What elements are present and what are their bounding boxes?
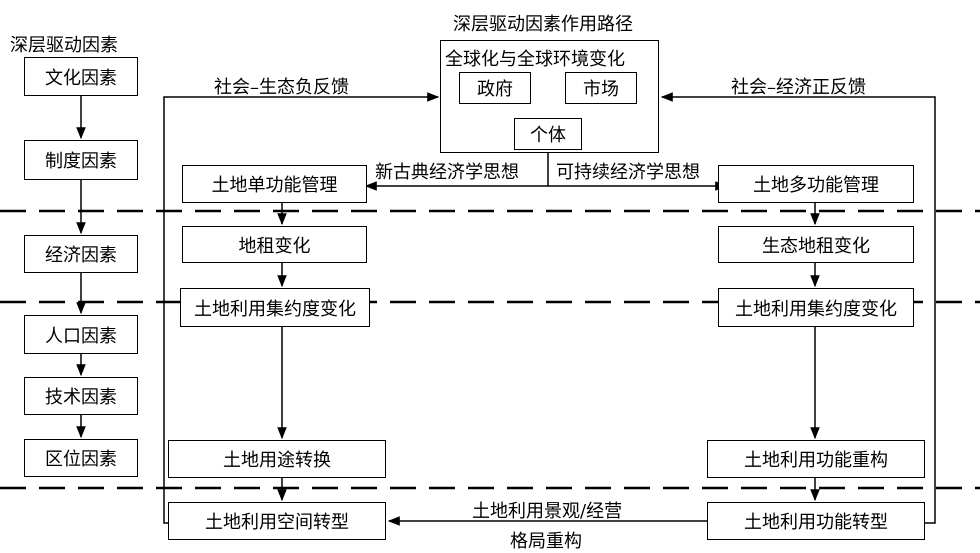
landscape-restructuring-label-line2: 格局重构 — [510, 531, 582, 552]
right-intensity-change: 土地利用集约度变化 — [718, 288, 914, 327]
factor-institution: 制度因素 — [24, 140, 138, 180]
multi-function-management: 土地多功能管理 — [718, 165, 914, 203]
rent-change: 地租变化 — [182, 226, 367, 263]
government-box: 政府 — [459, 72, 531, 104]
factor-population: 人口因素 — [24, 315, 138, 354]
function-transition: 土地利用功能转型 — [707, 502, 925, 540]
factor-economy: 经济因素 — [24, 235, 138, 273]
neoclassical-thought-label: 新古典经济学思想 — [375, 162, 519, 183]
function-restructuring: 土地利用功能重构 — [707, 440, 925, 478]
positive-feedback-label: 社会–经济正反馈 — [731, 77, 866, 98]
market-box: 市场 — [565, 72, 637, 104]
sustainable-thought-label: 可持续经济学思想 — [556, 162, 700, 183]
individual-box: 个体 — [514, 118, 582, 150]
negative-feedback-label: 社会–生态负反馈 — [214, 77, 349, 98]
factor-location: 区位因素 — [24, 439, 138, 477]
landscape-restructuring-label-line1: 土地利用景观/经营 — [472, 501, 623, 522]
left-intensity-change: 土地利用集约度变化 — [180, 288, 370, 327]
factor-culture: 文化因素 — [24, 57, 138, 96]
global-change-label: 全球化与全球环境变化 — [445, 49, 625, 70]
land-use-conversion: 土地用途转换 — [168, 440, 386, 478]
single-function-management: 土地单功能管理 — [182, 165, 367, 203]
eco-rent-change: 生态地租变化 — [718, 226, 914, 263]
factor-technology: 技术因素 — [24, 377, 138, 415]
spatial-transition: 土地利用空间转型 — [168, 502, 386, 540]
left-column-heading: 深层驱动因素 — [10, 35, 118, 56]
path-title: 深层驱动因素作用路径 — [453, 14, 633, 35]
